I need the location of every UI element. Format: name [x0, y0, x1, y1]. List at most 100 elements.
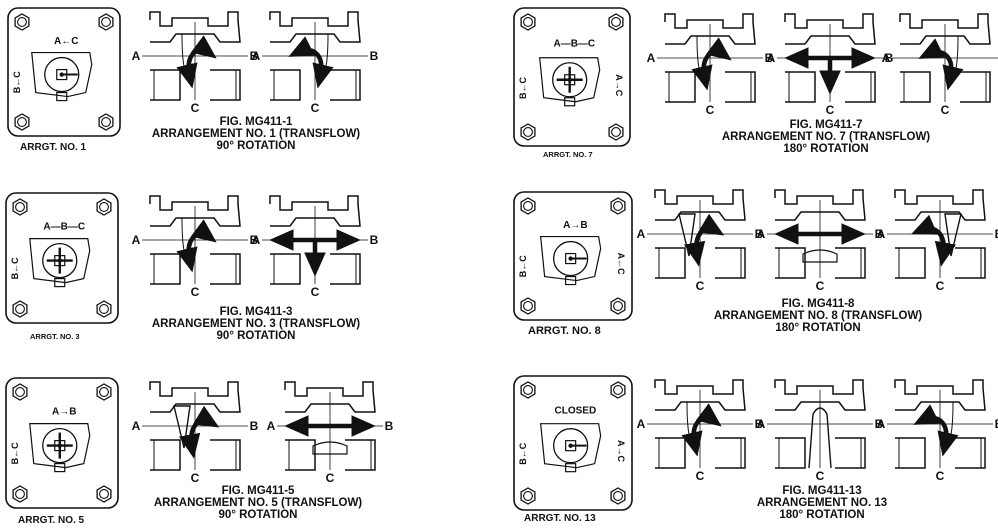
port-label-c: C	[936, 279, 945, 293]
body-top	[774, 379, 866, 411]
port-label-c: C	[816, 469, 825, 483]
rotor-port	[319, 33, 329, 83]
port-label-a: A	[757, 417, 766, 431]
port-label-a: A	[132, 419, 141, 433]
flow-path-label: A—B—C	[43, 221, 85, 232]
valve-flange-plate: A←CB←C	[7, 7, 121, 137]
figure-rotation: 180° ROTATION	[783, 143, 869, 155]
rotor-port	[696, 35, 706, 85]
port-label-a: A	[252, 233, 261, 247]
port-label-c: C	[191, 285, 200, 299]
body-right-port-block	[210, 439, 241, 471]
rotor-hub	[42, 242, 78, 279]
hexagon-bolt-icon	[12, 198, 28, 216]
hexagon-bolt-icon	[608, 13, 624, 31]
port-label-c: C	[941, 103, 950, 117]
arrangement-plate-label: ARRGT. NO. 8	[528, 325, 601, 337]
flow-arrow-icon	[176, 219, 217, 273]
hexagon-bolt-icon	[12, 300, 28, 318]
flow-arrow-icon	[911, 214, 957, 267]
body-right-port-block	[955, 437, 986, 469]
port-label-b: B	[250, 233, 259, 247]
body-top	[654, 379, 746, 411]
port-label-a: A	[132, 49, 141, 63]
figure-rotation: 180° ROTATION	[779, 509, 865, 521]
plate-outline	[5, 192, 119, 324]
hexagon-bolt-icon	[610, 297, 626, 315]
flow-path-label: A—B—C	[553, 39, 595, 50]
body-right-port-block	[845, 71, 876, 103]
arrangement-plate-label: ARRGT. NO. 13	[524, 513, 596, 524]
port-label-c: C	[696, 469, 705, 483]
flow-path-label: A→B	[563, 220, 587, 231]
flow-path-label: A→C	[614, 74, 624, 96]
stop-plate	[539, 235, 602, 282]
body-right-port-block	[955, 247, 986, 279]
body-right-port-block	[960, 71, 991, 103]
rotor-wedge	[944, 213, 962, 257]
port-label-b: B	[995, 227, 998, 241]
hexagon-bolt-icon	[520, 123, 536, 141]
figure-number: FIG. MG411-1	[219, 116, 293, 128]
hexagon-bolt-icon	[96, 300, 112, 318]
stop-plate	[539, 57, 601, 103]
body-right-port-block	[210, 69, 241, 101]
port-label-a: A	[267, 419, 276, 433]
body-left-port-block	[785, 71, 816, 103]
port-label-a: A	[647, 51, 656, 65]
valve-flange-plate: A—B—C B←C A→C	[513, 7, 631, 147]
valve-cross-section: ABC	[882, 13, 998, 117]
rotor-hub	[552, 62, 588, 98]
stop-lug	[564, 97, 576, 107]
rotor-closed	[808, 407, 832, 469]
port-label-a: A	[252, 49, 261, 63]
flow-path-label: A←C	[54, 36, 78, 47]
stop-lug	[54, 463, 66, 473]
port-label-b: B	[250, 49, 259, 63]
rotor-wedge	[173, 405, 191, 449]
rotor-plug	[802, 249, 838, 263]
plate-outline	[7, 7, 121, 137]
port-label-c: C	[191, 471, 200, 485]
arrangement-plate-label: ARRGT. NO. 7	[543, 150, 593, 159]
rotor-port	[949, 35, 959, 85]
body-left-port-block	[775, 437, 806, 469]
hexagon-bolt-icon	[610, 197, 626, 215]
port-label-c: C	[816, 279, 825, 293]
body-right-port-block	[715, 247, 746, 279]
port-label-a: A	[877, 227, 886, 241]
body-right-port-block	[835, 437, 866, 469]
body-right-port-block	[330, 69, 361, 101]
rotor-port	[181, 33, 191, 83]
figure-title: ARRANGEMENT NO. 8 (TRANSFLOW)	[713, 310, 923, 322]
port-label-c: C	[696, 279, 705, 293]
plate-outline	[5, 377, 119, 509]
body-top	[654, 189, 746, 221]
port-label-a: A	[877, 417, 886, 431]
flow-path-label: B←C	[518, 77, 528, 99]
body-top	[149, 381, 241, 413]
rotor-hub	[42, 427, 78, 464]
figure-rotation: 90° ROTATION	[216, 140, 296, 152]
stop-plate	[539, 423, 602, 469]
plate-outline	[513, 191, 633, 321]
port-label-c: C	[826, 103, 835, 117]
port-label-a: A	[132, 233, 141, 247]
port-label-b: B	[885, 51, 894, 65]
valve-flange-plate: A→BB←C	[5, 377, 119, 509]
hexagon-bolt-icon	[14, 113, 30, 131]
port-label-b: B	[385, 419, 394, 433]
hexagon-bolt-icon	[12, 485, 28, 503]
rotor-hub	[44, 56, 80, 93]
flow-arrow-icon	[681, 403, 722, 457]
stop-lug	[565, 463, 577, 473]
flow-arrow-icon	[288, 36, 334, 89]
